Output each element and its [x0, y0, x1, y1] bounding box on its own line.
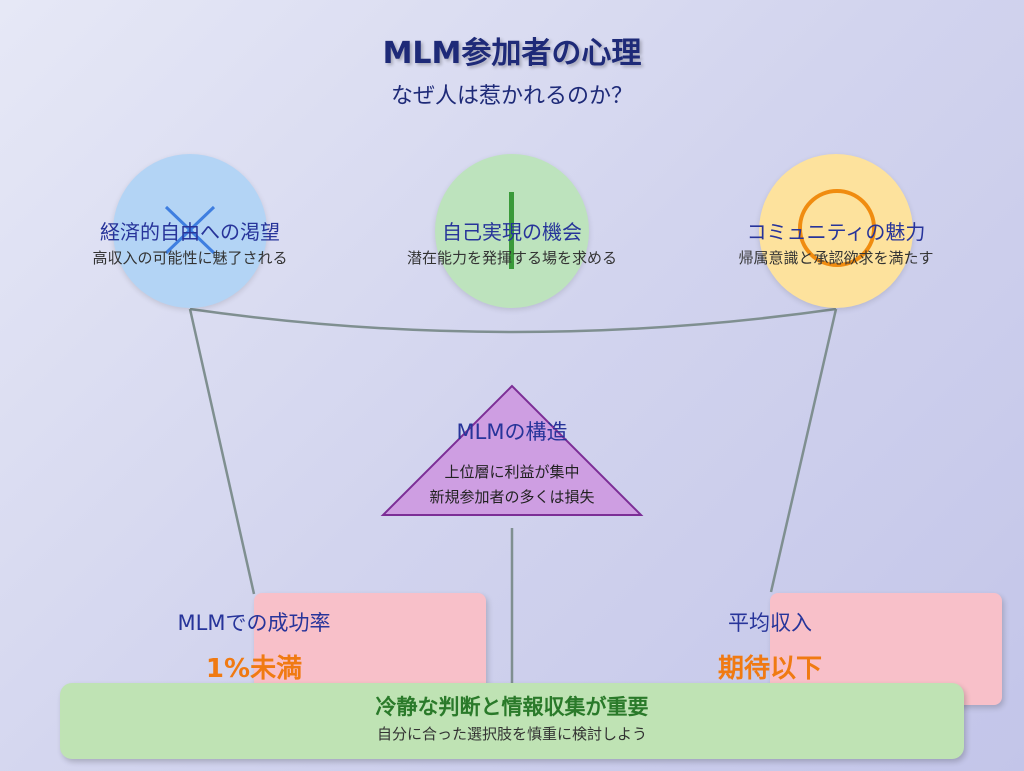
- left-connector: [188, 308, 256, 595]
- conclusion-title: 冷静な判断と情報収集が重要: [375, 695, 649, 719]
- motivation-desc-selfrealization: 潜在能力を発揮する場を求める: [406, 249, 617, 267]
- page-subtitle: なぜ人は惹かれるのか？: [390, 84, 633, 109]
- cross-icon: [164, 205, 216, 255]
- vertical-bar-icon: [509, 192, 514, 269]
- conclusion-desc: 自分に合った選択肢を慎重に検討しよう: [376, 725, 647, 743]
- conclusion-box: 冷静な判断と情報収集が重要 自分に合った選択肢を慎重に検討しよう: [60, 683, 964, 759]
- motivation-title-economic: 経済的自由への渇望: [100, 220, 280, 244]
- structure-line1: 上位層に利益が集中: [444, 463, 580, 481]
- structure-line2: 新規参加者の多くは損失: [429, 488, 595, 506]
- structure-title: MLMの構造: [456, 420, 568, 444]
- motivation-title-community: コミュニティの魅力: [746, 220, 926, 244]
- stat-value-success-rate: 1%未満: [205, 654, 303, 684]
- motivation-title-selfrealization: 自己実現の機会: [442, 220, 582, 244]
- stat-value-average-income: 期待以下: [717, 654, 822, 684]
- ring-icon: [798, 189, 876, 267]
- motivation-circle-community: [759, 154, 913, 308]
- motivation-desc-community: 帰属意識と承認欲求を満たす: [738, 249, 934, 267]
- stat-label-average-income: 平均収入: [728, 611, 812, 635]
- motivation-desc-economic: 高収入の可能性に魅了される: [92, 249, 288, 267]
- stat-label-success-rate: MLMでの成功率: [177, 611, 331, 635]
- page-title: MLM参加者の心理: [382, 36, 642, 71]
- right-connector: [769, 308, 838, 593]
- pyramid-shape: [380, 384, 644, 516]
- curve-connector: [189, 307, 837, 334]
